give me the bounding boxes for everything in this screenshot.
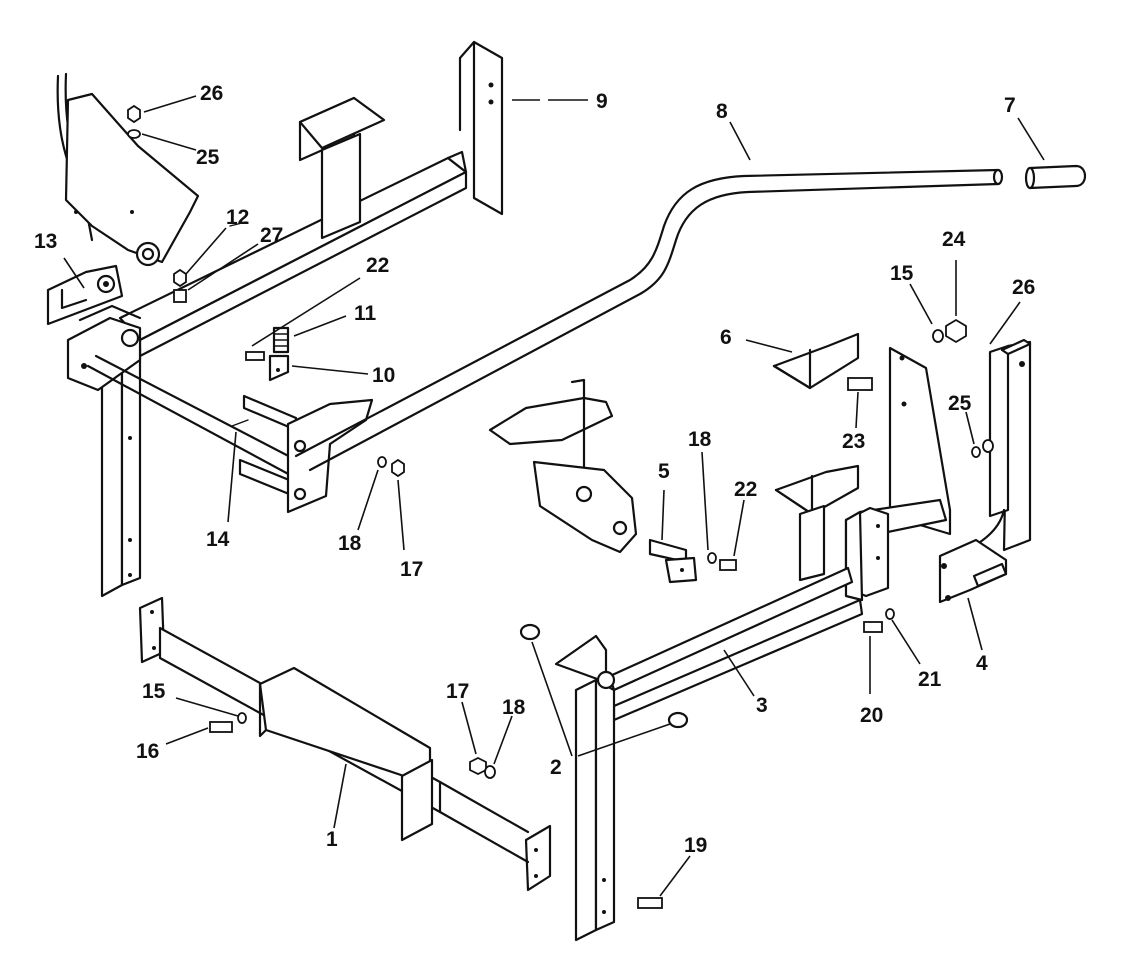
upper-frame-assembly xyxy=(66,40,504,598)
callout-16: 16 xyxy=(136,740,159,763)
latch-bracket xyxy=(46,264,124,326)
callout-22-left: 22 xyxy=(366,254,389,277)
callout-17-bottom: 17 xyxy=(446,680,469,703)
callout-8: 8 xyxy=(716,100,728,123)
callout-4: 4 xyxy=(976,652,988,675)
callout-14: 14 xyxy=(206,528,230,551)
left-pedal-plate xyxy=(56,72,200,267)
callout-7: 7 xyxy=(1004,94,1016,117)
callout-22-right: 22 xyxy=(734,478,757,501)
callout-24: 24 xyxy=(942,228,966,251)
callout-1: 1 xyxy=(326,828,338,851)
callout-3: 3 xyxy=(756,694,768,717)
callout-12: 12 xyxy=(226,206,249,229)
callout-25-right: 25 xyxy=(948,392,972,415)
callout-18-bottom: 18 xyxy=(502,696,526,719)
callout-15-bottom: 15 xyxy=(142,680,166,703)
control-rod xyxy=(294,168,1004,472)
callout-9: 9 xyxy=(596,90,608,113)
callout-21: 21 xyxy=(918,668,942,691)
center-pedal-bracket xyxy=(488,378,698,584)
callout-26-top: 26 xyxy=(200,82,223,105)
callout-5: 5 xyxy=(658,460,670,483)
callout-13: 13 xyxy=(34,230,57,253)
callout-25-top: 25 xyxy=(196,146,220,169)
callout-19: 19 xyxy=(684,834,707,857)
lower-cross-shaft xyxy=(138,596,552,892)
lower-right-post xyxy=(519,623,689,942)
callout-26-right: 26 xyxy=(1012,276,1035,299)
callout-15-top: 15 xyxy=(890,262,914,285)
right-frame-assembly xyxy=(608,332,1032,722)
callout-11: 11 xyxy=(354,302,377,325)
leader-lines xyxy=(63,95,1045,897)
spring-part xyxy=(272,326,290,354)
callouts: 26 25 12 27 13 22 11 10 14 18 17 9 8 7 6… xyxy=(34,82,1035,857)
callout-18-left: 18 xyxy=(338,532,362,555)
callout-27: 27 xyxy=(260,224,283,247)
callout-2: 2 xyxy=(550,756,562,779)
callout-20: 20 xyxy=(860,704,883,727)
callout-6: 6 xyxy=(720,326,732,349)
callout-17-left: 17 xyxy=(400,558,423,581)
callout-23: 23 xyxy=(842,430,865,453)
callout-18-right: 18 xyxy=(688,428,712,451)
callout-10: 10 xyxy=(372,364,395,387)
rod-grip xyxy=(1024,164,1087,190)
lever-shaft-assembly xyxy=(86,326,374,514)
hardware xyxy=(127,104,994,909)
